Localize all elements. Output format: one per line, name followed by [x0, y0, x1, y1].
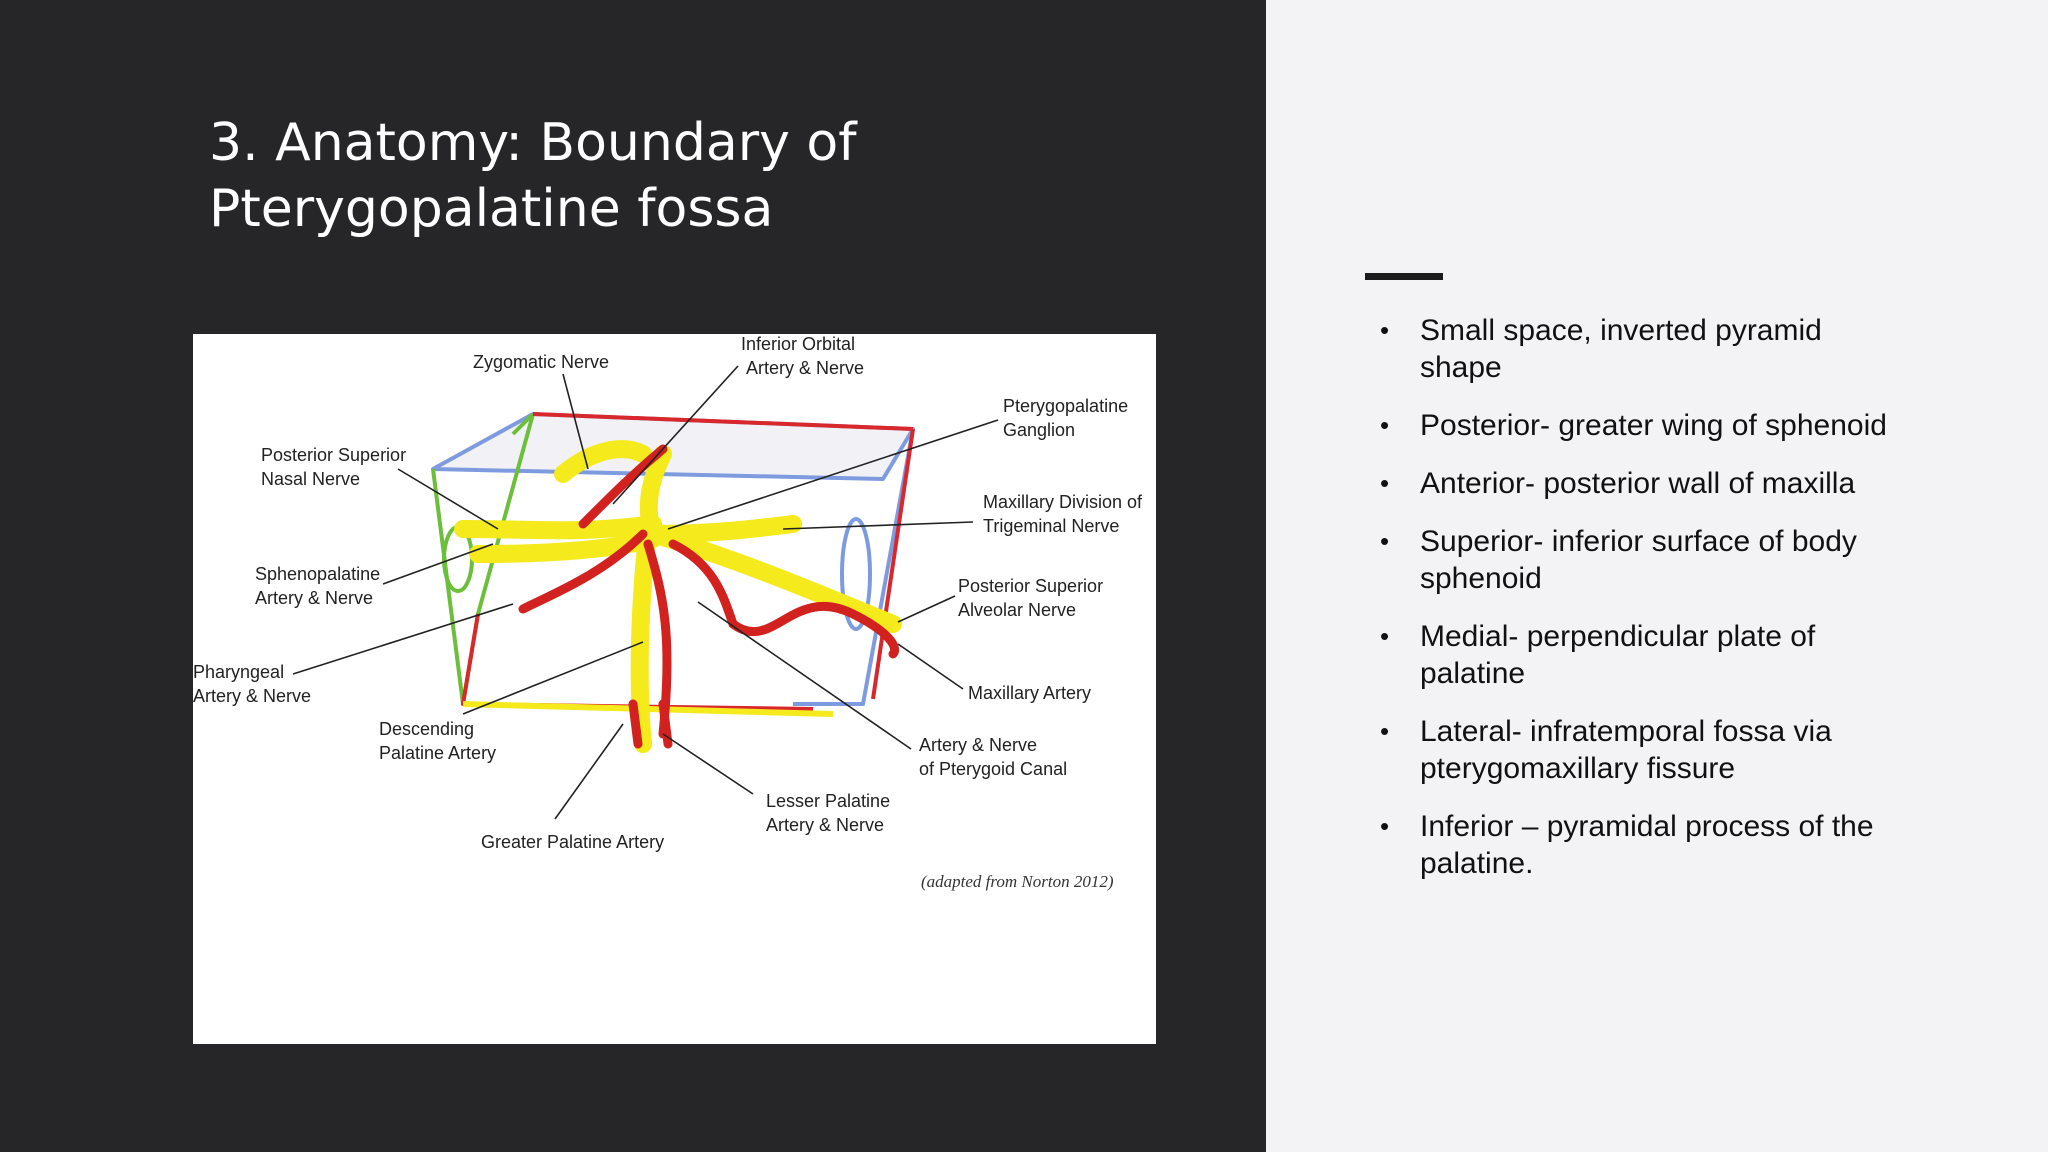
label-descending-palatine-1: Descending [379, 719, 474, 739]
label-pharyngeal-1: Pharyngeal [193, 662, 284, 682]
bullet-item: Superior- inferior surface of body sphen… [1380, 523, 1900, 597]
label-pterygoid-canal-2: of Pterygoid Canal [919, 759, 1067, 779]
label-pterygoid-canal-1: Artery & Nerve [919, 735, 1037, 755]
label-post-sup-nasal-2: Nasal Nerve [261, 469, 360, 489]
label-post-sup-nasal-1: Posterior Superior [261, 445, 406, 465]
anatomy-diagram: Zygomatic Nerve Inferior Orbital Artery … [193, 334, 1143, 891]
figure-credit: (adapted from Norton 2012) [921, 872, 1114, 891]
bullet-item: Small space, inverted pyramid shape [1380, 312, 1900, 386]
label-lesser-palatine-2: Artery & Nerve [766, 815, 884, 835]
title-line-2: Pterygopalatine fossa [209, 179, 774, 239]
label-pterygopalatine-2: Ganglion [1003, 420, 1075, 440]
label-zygomatic-nerve: Zygomatic Nerve [473, 352, 609, 372]
label-pterygopalatine-1: Pterygopalatine [1003, 396, 1128, 416]
label-maxillary-artery: Maxillary Artery [968, 683, 1091, 703]
bullet-item: Posterior- greater wing of sphenoid [1380, 407, 1900, 444]
leader-lines [292, 365, 999, 820]
bullet-list: Small space, inverted pyramid shape Post… [1380, 312, 1900, 903]
anatomy-figure: Zygomatic Nerve Inferior Orbital Artery … [193, 334, 1156, 1044]
label-inferior-orbital-1: Inferior Orbital [741, 334, 855, 354]
bullet-item: Medial- perpendicular plate of palatine [1380, 618, 1900, 692]
accent-bar [1365, 273, 1443, 280]
left-panel: 3. Anatomy: Boundary of Pterygopalatine … [0, 0, 1266, 1152]
artery-vessels [518, 444, 900, 749]
label-lesser-palatine-1: Lesser Palatine [766, 791, 890, 811]
label-greater-palatine: Greater Palatine Artery [481, 832, 664, 852]
label-inferior-orbital-2: Artery & Nerve [746, 358, 864, 378]
bullet-item: Anterior- posterior wall of maxilla [1380, 465, 1900, 502]
label-sphenopalatine-2: Artery & Nerve [255, 588, 373, 608]
title-line-1: 3. Anatomy: Boundary of [209, 113, 857, 173]
label-maxillary-division-2: Trigeminal Nerve [983, 516, 1119, 536]
label-pharyngeal-2: Artery & Nerve [193, 686, 311, 706]
slide-title: 3. Anatomy: Boundary of Pterygopalatine … [209, 110, 1109, 242]
label-post-sup-alveolar-1: Posterior Superior [958, 576, 1103, 596]
label-descending-palatine-2: Palatine Artery [379, 743, 496, 763]
bullet-item: Lateral- infratemporal fossa via pterygo… [1380, 713, 1900, 787]
label-sphenopalatine-1: Sphenopalatine [255, 564, 380, 584]
bullet-item: Inferior – pyramidal process of the pala… [1380, 808, 1900, 882]
label-post-sup-alveolar-2: Alveolar Nerve [958, 600, 1076, 620]
fossa-box-sketch [431, 412, 915, 717]
nerve-bundles [454, 440, 902, 753]
label-maxillary-division-1: Maxillary Division of [983, 492, 1143, 512]
